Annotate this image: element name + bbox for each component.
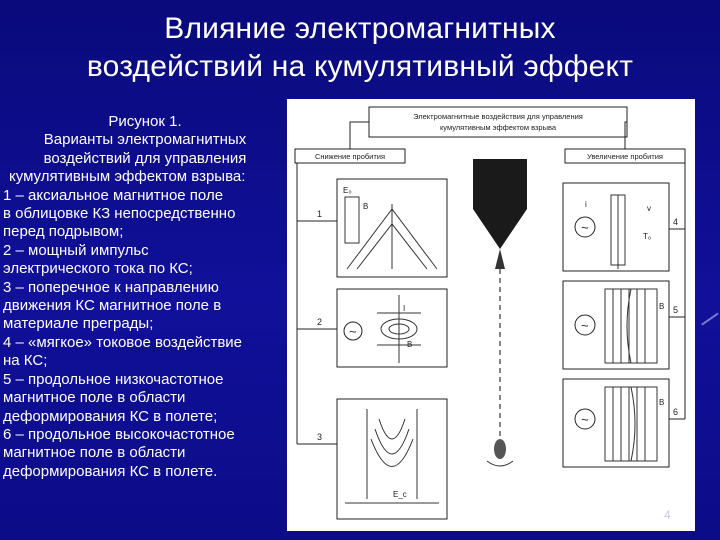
page-number: 4 (664, 508, 671, 522)
jet-wave-5 (626, 288, 632, 364)
jet-slug (494, 439, 506, 459)
panel-5 (562, 280, 670, 370)
symbol-ec: E_c (393, 490, 407, 499)
symbol-b-6: B (659, 398, 664, 407)
ac-symbol-4: ~ (581, 220, 589, 235)
caption-line: магнитное поле в области (3, 444, 186, 462)
cavity-curve-2 (374, 428, 410, 455)
symbol-i-4: i (585, 200, 587, 209)
right-label: Увеличение пробития (587, 152, 663, 161)
caption-line: на КС; (3, 352, 48, 370)
panel-4 (562, 182, 670, 272)
cavity-curve-3 (370, 438, 414, 467)
caption-line: кумулятивным эффектом взрыва: (9, 168, 246, 186)
ac-source-5 (574, 314, 596, 336)
caption-line: 3 – поперечное к направлению (3, 278, 219, 296)
label-num-3: 3 (317, 432, 322, 442)
symbol-t0: T₀ (643, 232, 651, 241)
label-num-6: 6 (673, 407, 678, 417)
diagram-svg: ~ ~ ~ ~ Элек (294, 106, 686, 520)
panel-1 (336, 178, 448, 278)
caption-line: электрического тока по КС; (3, 260, 193, 278)
caption-line: материале преграды; (3, 315, 154, 333)
title-line-2: воздействий на кумулятивный эффект (86, 50, 634, 83)
caption-line: деформирования КС в полете; (3, 407, 218, 425)
header-line-1: Электромагнитные воздействия для управле… (413, 112, 583, 121)
symbol-e0: E₀ (343, 186, 352, 195)
caption-line: 1 – аксиальное магнитное поле (3, 186, 224, 204)
ac-symbol-6: ~ (581, 412, 589, 427)
ac-source-2 (343, 321, 363, 341)
label-num-4: 4 (673, 217, 678, 227)
jet-tip (495, 249, 505, 269)
caption-line: перед подрывом; (3, 223, 124, 241)
symbol-i-2: I (403, 304, 405, 313)
jet-wave-6 (630, 386, 636, 462)
title-line-1: Влияние электромагнитных (164, 12, 556, 45)
connector-left (349, 121, 369, 149)
caption-line: 4 – «мягкое» токовое воздействие (3, 333, 243, 351)
connector-right (624, 121, 627, 149)
caption-line: Варианты электромагнитных (43, 131, 247, 149)
crater-line (486, 460, 514, 467)
label-num-1: 1 (317, 209, 322, 219)
caption-line: воздействий для управления (43, 149, 247, 167)
symbol-b-1: B (363, 202, 368, 211)
caption-line: 6 – продольное высокочастотное (3, 425, 235, 443)
ac-source-4 (574, 216, 596, 238)
caption-line: магнитное поле в области (3, 389, 186, 407)
ac-symbol-2: ~ (349, 324, 357, 339)
caption-line: 5 – продольное низкочастотное (3, 370, 224, 388)
panel-2 (336, 288, 448, 368)
symbol-b-5: B (659, 302, 664, 311)
coil-windings-5 (612, 289, 646, 363)
left-label: Снижение пробития (315, 152, 385, 161)
panel-3 (336, 398, 448, 520)
caption-line: движения КС магнитное поле в (3, 297, 222, 315)
caption-line: в облицовке КЗ непосредственно (3, 205, 236, 223)
ac-source-6 (574, 408, 596, 430)
label-num-2: 2 (317, 317, 322, 327)
plates-2 (377, 312, 421, 346)
symbol-v: v (647, 204, 651, 213)
panel-6 (562, 378, 670, 468)
cavity-curve (378, 418, 406, 440)
caption-line: деформирования КС в полете. (3, 462, 218, 480)
coil-1 (344, 196, 360, 244)
label-num-5: 5 (673, 305, 678, 315)
header-line-2: кумулятивным эффектом взрыва (440, 123, 557, 132)
ac-symbol-5: ~ (581, 318, 589, 333)
coil-windings-6 (612, 387, 646, 461)
figure-caption: Рисунок 1. Варианты электромагнитных воз… (3, 113, 287, 481)
target-walls (366, 409, 418, 499)
caption-line: 2 – мощный импульс (3, 241, 149, 259)
symbol-b-2: B (407, 340, 412, 349)
charge-body (473, 159, 527, 249)
diagram-figure: ~ ~ ~ ~ Элек (287, 99, 695, 531)
slide-title: Влияние электромагнитных воздействий на … (20, 10, 700, 86)
caption-heading: Рисунок 1. (108, 113, 182, 130)
